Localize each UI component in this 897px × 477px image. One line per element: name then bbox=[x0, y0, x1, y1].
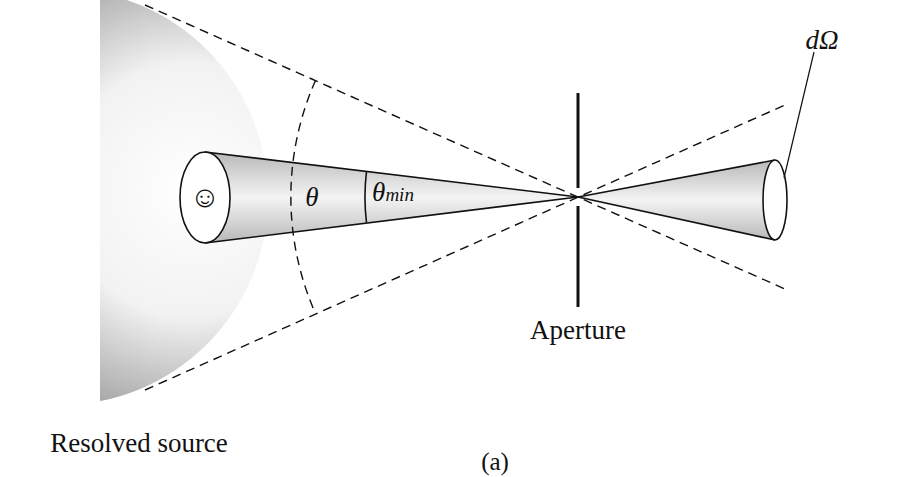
aperture-screen bbox=[577, 93, 580, 188]
cone-edge bbox=[578, 197, 775, 240]
smiley-symbol: ☺ bbox=[190, 182, 221, 212]
cone-fill bbox=[205, 152, 578, 243]
panel-label: (a) bbox=[481, 449, 509, 474]
cone-edge bbox=[578, 160, 775, 197]
aperture-screen bbox=[577, 206, 580, 307]
leader-line bbox=[784, 52, 814, 178]
part-name: Aperture bbox=[530, 317, 626, 344]
extremal-ray bbox=[145, 5, 785, 289]
cone-fill bbox=[578, 160, 775, 240]
solid-angle-label: dΩ bbox=[805, 27, 838, 54]
part-name: Resolved source bbox=[50, 430, 228, 457]
theta-min-arc bbox=[365, 172, 367, 223]
solid-angle-patch bbox=[763, 160, 787, 240]
extremal-ray bbox=[145, 105, 785, 390]
angle-label: θ bbox=[305, 184, 318, 211]
source-patch bbox=[180, 152, 230, 243]
angle-label: θmin bbox=[372, 179, 414, 206]
